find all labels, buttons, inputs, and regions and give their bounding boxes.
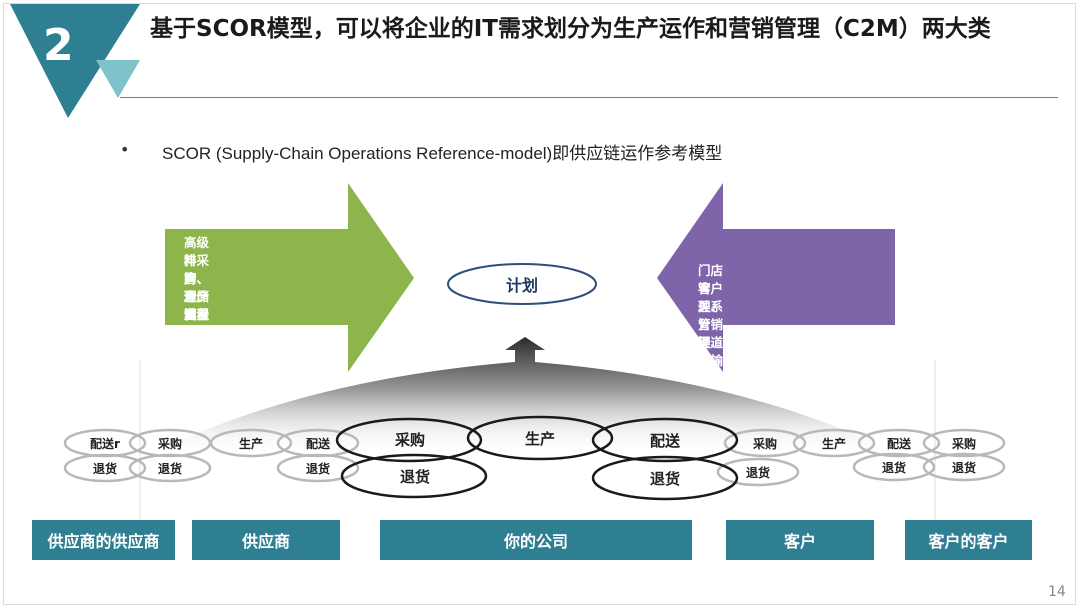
process-label: 退货: [399, 467, 430, 486]
entity-supplier: 供应商: [192, 520, 340, 560]
bullet-marker: •: [120, 140, 130, 159]
process-label: 生产: [821, 436, 846, 451]
process-ellipse: [857, 428, 941, 458]
frame-top: [3, 3, 1076, 4]
company-ellipse: [591, 455, 739, 501]
left-arrow-line: 料采购、仓储管理、配方: [184, 253, 210, 358]
entity-customer: 客户: [726, 520, 874, 560]
title-divider: [120, 97, 1058, 98]
badge-number: 2: [43, 20, 74, 71]
process-label: 生产: [524, 429, 555, 448]
process-label: 退货: [92, 461, 117, 476]
process-label: 退货: [951, 460, 976, 475]
process-ellipse: [723, 428, 807, 458]
company-ellipse: [466, 415, 614, 461]
company-ellipse: [340, 453, 488, 499]
process-ellipse: [128, 453, 212, 483]
process-label: 采购: [394, 430, 425, 449]
process-label: 配送: [649, 431, 680, 450]
process-label: 退货: [745, 465, 770, 480]
left-arrow-line: 管理、质量管理、设备管: [184, 271, 210, 394]
process-label: 退货: [649, 469, 680, 488]
right-purple-arrow: [657, 183, 895, 372]
process-label: 退货: [157, 461, 182, 476]
process-ellipse: [276, 453, 360, 483]
process-ellipse: [63, 453, 147, 483]
badge-small-triangle: [96, 60, 140, 98]
entity-customer-of-customer: 客户的客户: [905, 520, 1032, 560]
process-ellipse: [922, 428, 1006, 458]
process-label: 退货: [881, 460, 906, 475]
process-ellipse: [209, 428, 293, 458]
bullet-text: SCOR (Supply-Chain Operations Reference-…: [162, 144, 723, 163]
process-label: 采购: [752, 436, 777, 451]
left-arrow-line: 实验室管理: [184, 307, 197, 394]
left-green-arrow: [165, 183, 414, 372]
process-ellipse: [852, 452, 936, 482]
process-label: 采购: [157, 436, 182, 451]
process-ellipse: [716, 457, 800, 487]
process-ellipse: [922, 452, 1006, 482]
entity-your-company: 你的公司: [380, 520, 692, 560]
entity-supplier-of-supplier: 供应商的供应商: [32, 520, 175, 560]
process-label: 配送: [886, 436, 911, 451]
frame-left: [3, 3, 4, 605]
page-number: 14: [1048, 584, 1066, 600]
process-label: 采购: [951, 436, 976, 451]
company-ellipse: [335, 417, 483, 463]
process-ellipse: [792, 428, 876, 458]
section-badge: 2: [10, 4, 140, 118]
badge-triangle: [10, 4, 140, 118]
process-label: 配送r: [90, 436, 120, 451]
slide-title: 基于SCOR模型，可以将企业的IT需求划分为生产运作和营销管理（C2M）两大类: [150, 16, 991, 42]
frame-right: [1075, 3, 1076, 605]
left-arrow-line: 高级排产、生产调度、物: [184, 235, 210, 358]
frame-bottom: [3, 604, 1076, 605]
company-ellipse: [591, 417, 739, 463]
right-arrow-line: 门店管理、分销渠道管理、: [698, 263, 724, 386]
right-arrow-line: 客户关系管理、运输管理: [698, 281, 724, 386]
left-arrow-line: 理、过程监控、成本管理、: [184, 289, 210, 412]
process-label: 生产: [238, 436, 263, 451]
process-label: 退货: [305, 461, 330, 476]
plan-ellipse: [447, 263, 597, 305]
plan-label: 计划: [505, 276, 538, 295]
process-label: 配送: [305, 436, 330, 451]
